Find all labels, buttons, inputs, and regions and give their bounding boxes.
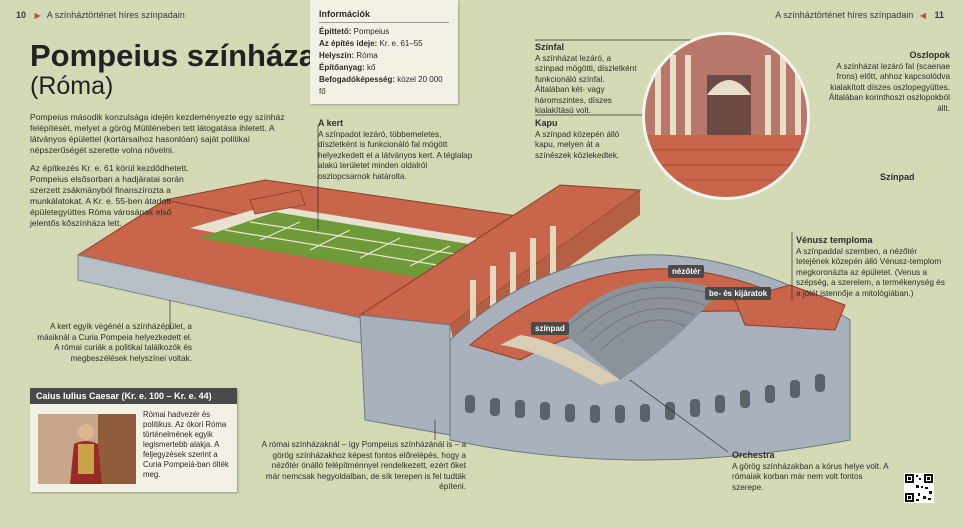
caesar-box: Caius Iulius Caesar (Kr. e. 100 – Kr. e.…: [30, 388, 237, 492]
info-label: Az építés ideje:: [319, 39, 378, 48]
annotation-title: Oszlopok: [909, 50, 950, 60]
info-label: Építőanyag:: [319, 63, 365, 72]
annotation-scene-wall: Színfal A színházat lezáró, a színpad mö…: [535, 42, 640, 117]
header-title-right: A színháztörténet híres színpadain: [775, 10, 914, 20]
intro-paragraph-2: Az építkezés Kr. e. 61 körül kezdődhetet…: [30, 163, 189, 228]
annotation-orchestra: Orchestra A görög színházakban a kórus h…: [732, 450, 892, 493]
page-header-left: 10 ▶ A színháztörténet híres színpadain: [16, 10, 185, 20]
annotation-stage-zoom: Színpad: [880, 172, 915, 182]
annotation-gate: Kapu A színpad közepén álló kapu, melyen…: [535, 118, 635, 161]
info-box: Információk Építtető: Pompeius Az építés…: [310, 0, 458, 104]
annotation-title: Vénusz temploma: [796, 235, 873, 245]
annotation-garden-end: A kert egyik végénél a színházépület, a …: [37, 322, 192, 363]
caesar-portrait: [38, 414, 136, 484]
annotation-title: A kert: [318, 118, 344, 128]
annotation-text: A görög színházakban a kórus helye volt.…: [732, 461, 889, 492]
zoom-detail: [642, 32, 810, 200]
annotation-title: Orchestra: [732, 450, 775, 460]
caesar-title: Caius Iulius Caesar (Kr. e. 100 – Kr. e.…: [30, 388, 237, 404]
annotation-text: A színházat lezáró, a színpad mögötti, d…: [535, 53, 637, 116]
label-auditorium: nézőtér: [668, 265, 705, 278]
annotation-text: A színpaddal szemben, a nézőtér tetejéne…: [796, 246, 945, 298]
qr-code-icon[interactable]: [904, 473, 934, 503]
label-stage: színpad: [531, 322, 569, 335]
annotation-title: Színfal: [535, 42, 565, 52]
info-heading: Információk: [319, 8, 449, 23]
page-title: Pompeius színháza: [30, 38, 316, 73]
stage-building: [358, 184, 642, 436]
triangle-icon: ◀: [919, 11, 926, 20]
info-row: Befogadóképesség: közel 20 000 fő: [319, 74, 449, 98]
annotation-title: Kapu: [535, 118, 558, 128]
annotation-text: A színpadot lezáró, többemeletes, díszle…: [318, 129, 473, 181]
info-label: Építtető:: [319, 27, 352, 36]
annotation-garden: A kert A színpadot lezáró, többemeletes,…: [318, 118, 478, 182]
info-value: Kr. e. 61–55: [379, 39, 423, 48]
info-row: Építtető: Pompeius: [319, 26, 449, 38]
caesar-text: Római hadvezér és politikus. Az ókori Ró…: [143, 410, 229, 479]
cavea: [449, 254, 851, 461]
info-value: Róma: [356, 51, 378, 60]
annotation-venus-temple: Vénusz temploma A színpaddal szemben, a …: [796, 235, 946, 299]
info-label: Helyszín:: [319, 51, 355, 60]
page-number-right: 11: [934, 10, 944, 20]
header-title-left: A színháztörténet híres színpadain: [46, 10, 185, 20]
info-row: Építőanyag: kő: [319, 62, 449, 74]
info-value: közel 20 000 fő: [319, 75, 443, 96]
page-number-left: 10: [16, 10, 27, 20]
annotation-text: A színpad közepén álló kapu, melyen át a…: [535, 129, 620, 160]
info-label: Befogadóképesség:: [319, 75, 396, 84]
page-subtitle: (Róma): [30, 72, 114, 100]
info-row: Helyszín: Róma: [319, 50, 449, 62]
info-value: kő: [367, 63, 376, 72]
page-header-right: A színháztörténet híres színpadain ◀ 11: [775, 10, 950, 20]
triangle-icon: ▶: [34, 11, 41, 20]
info-value: Pompeius: [353, 27, 390, 36]
annotation-text: A színházat lezáró fal (scaenae frons) e…: [828, 61, 950, 113]
label-entrances: be- és kijáratok: [705, 287, 772, 300]
annotation-columns: Oszlopok A színházat lezáró fal (scaenae…: [820, 50, 950, 114]
intro-paragraph-1: Pompeius második konzulsága idején kezde…: [30, 112, 285, 155]
info-row: Az építés ideje: Kr. e. 61–55: [319, 38, 449, 50]
annotation-roman-theatres: A római színházaknál – így Pompeius szín…: [261, 440, 466, 491]
